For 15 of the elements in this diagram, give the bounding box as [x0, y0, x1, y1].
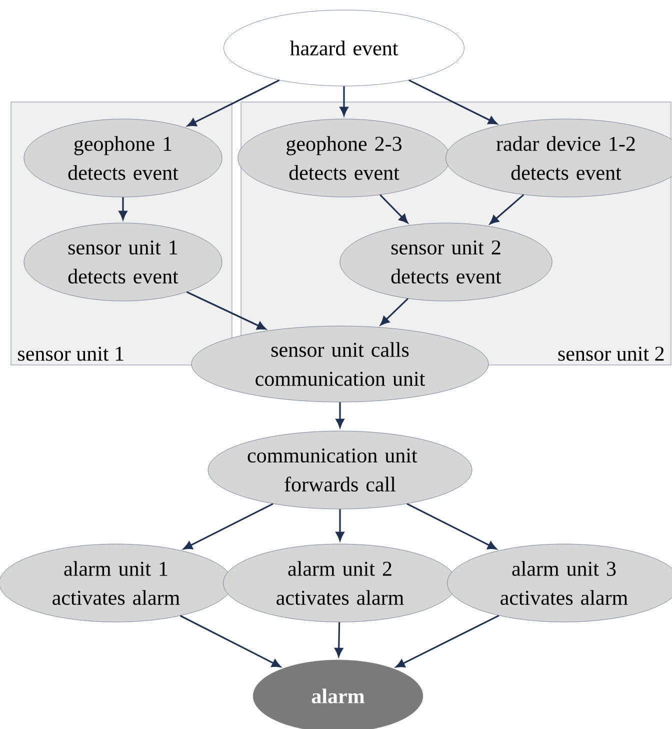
arrow: [490, 194, 524, 224]
arrow: [408, 79, 498, 124]
arrow: [187, 80, 280, 126]
arrow: [380, 194, 408, 224]
arrow: [180, 615, 281, 668]
arrow: [183, 503, 274, 550]
arrow: [380, 298, 409, 326]
arrow: [340, 86, 348, 116]
arrow: [186, 291, 266, 330]
arrow: [396, 614, 500, 668]
arrow: [118, 197, 128, 220]
arrow: [336, 509, 344, 541]
arrow: [406, 503, 497, 550]
arrow: [334, 622, 344, 657]
arrow: [336, 402, 344, 428]
